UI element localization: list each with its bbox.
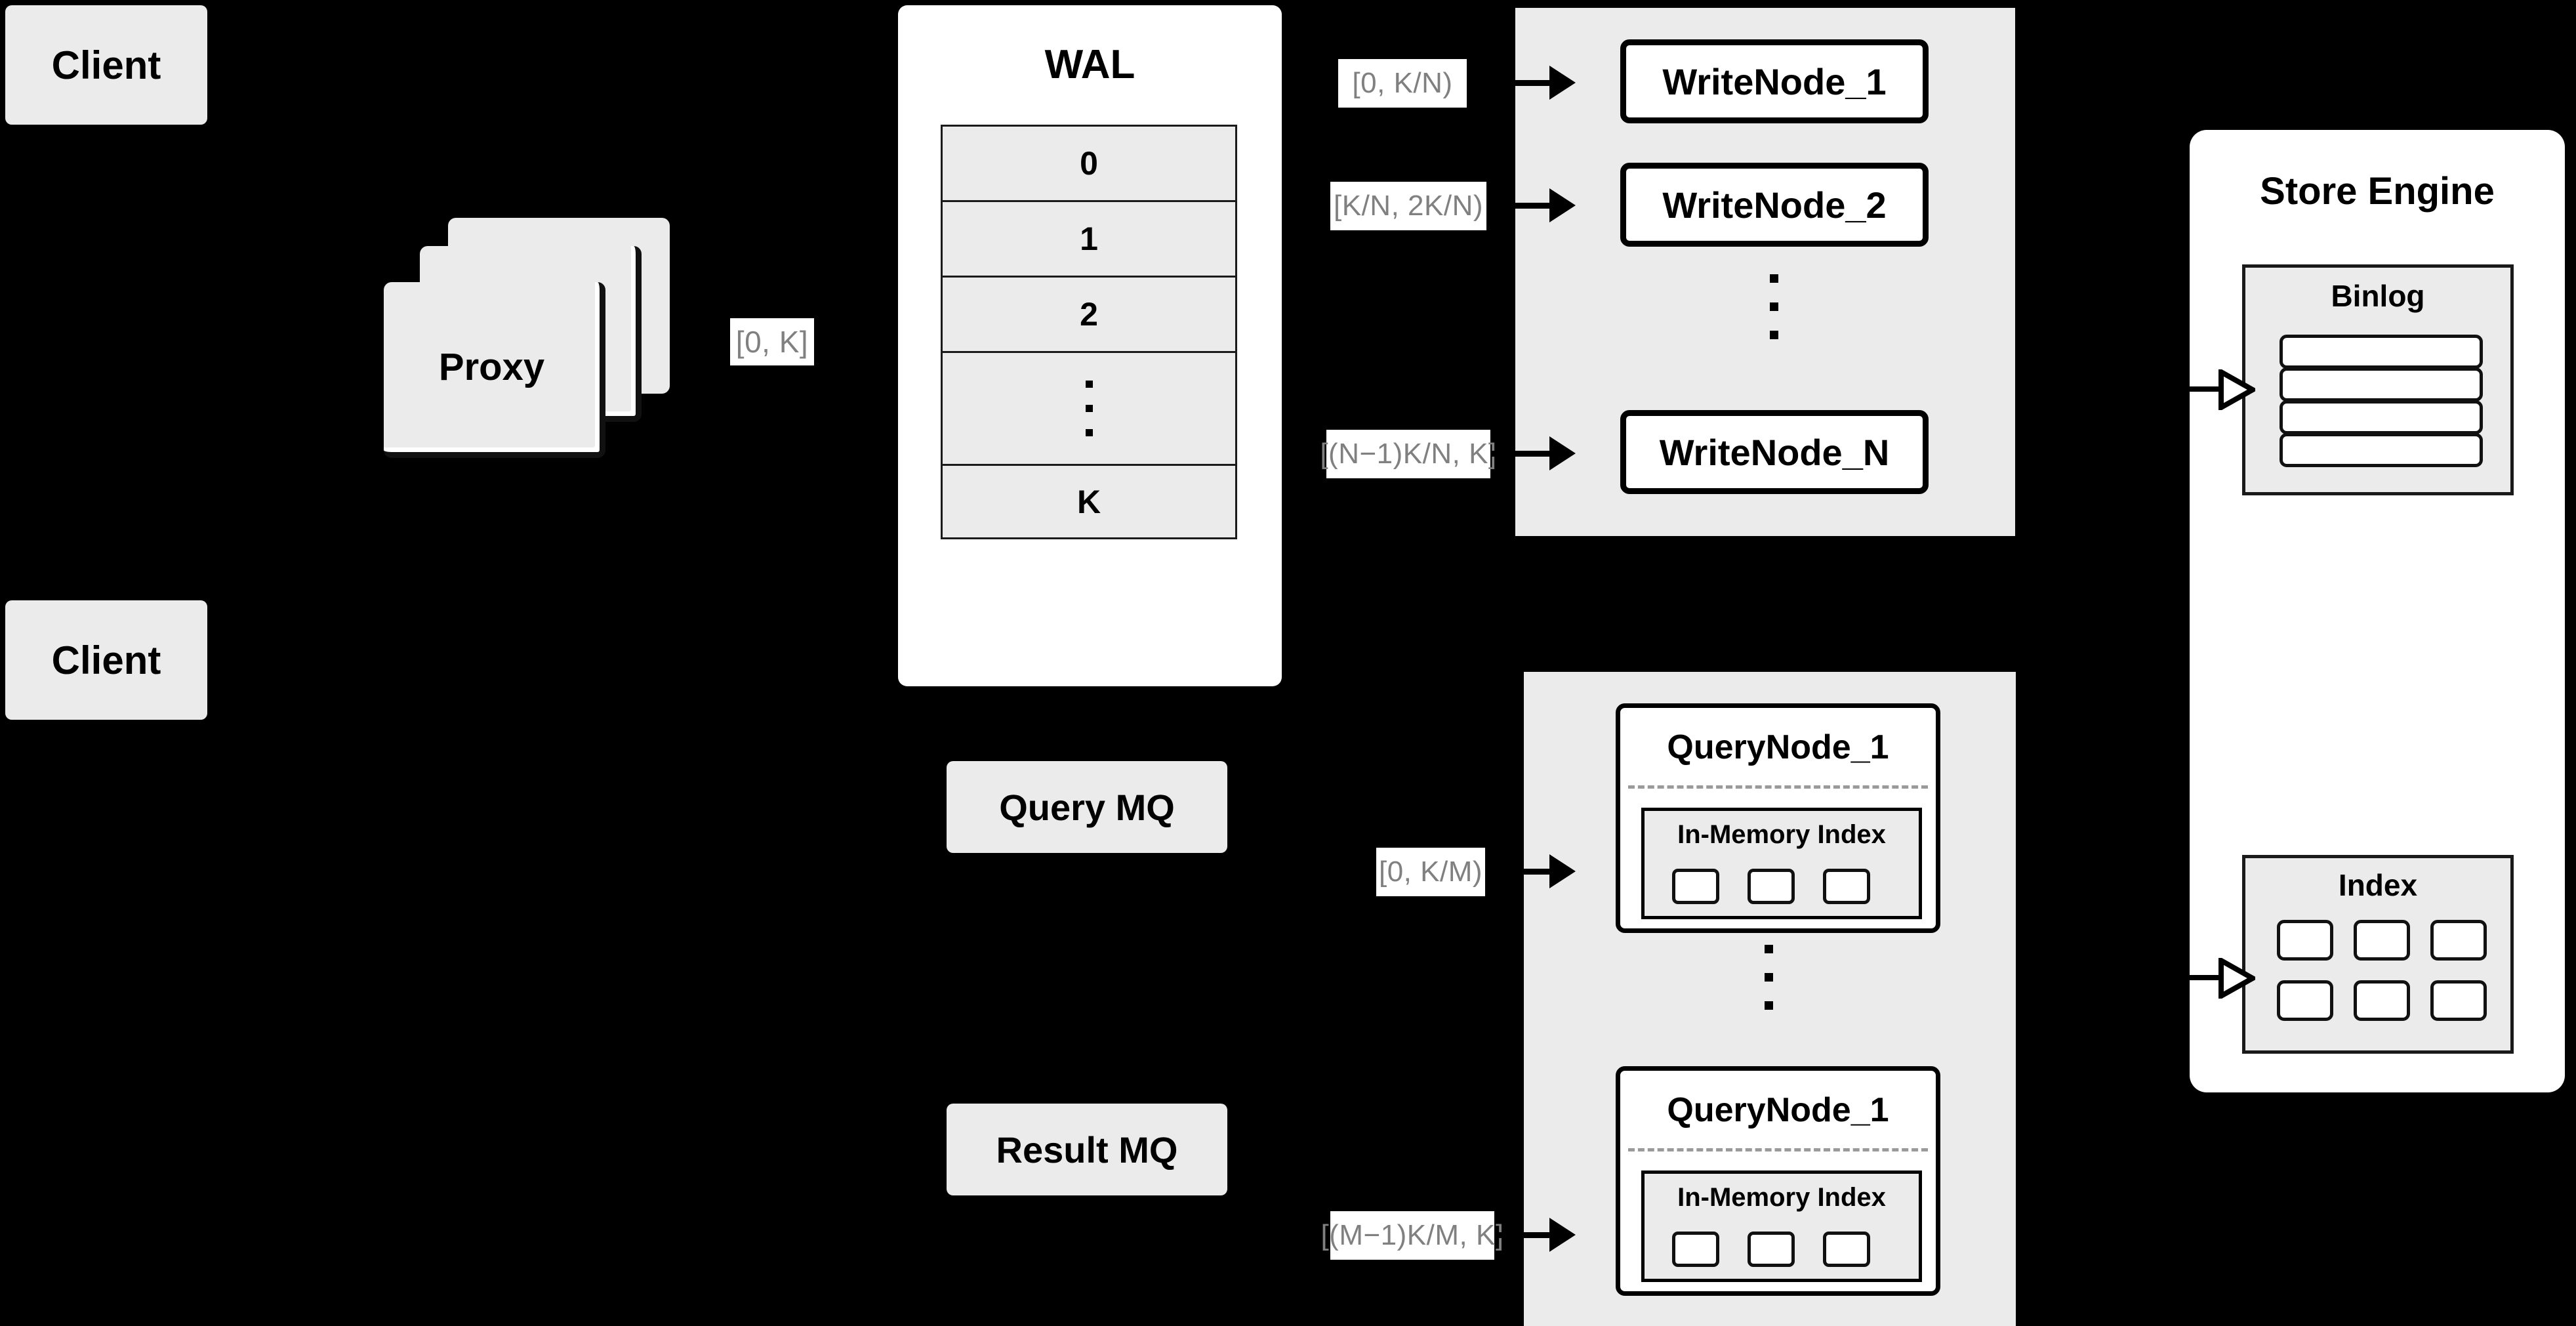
client-label-2: Client [51,638,161,682]
query-node-1-in-memory-index: In-Memory Index [1641,808,1922,919]
store-engine-panel: Store Engine Binlog Index [2190,130,2565,1092]
wal-panel: WAL 0 1 2 K [898,5,1282,686]
query-node-m-box[interactable]: QueryNode_1 In-Memory Index [1616,1066,1940,1296]
query-cluster-ellipsis [1765,945,1773,1010]
in-memory-index-cell [1823,869,1870,904]
client-label-1: Client [51,43,161,87]
write-node-n-range-label: [(N−1)K/N, K] [1320,430,1496,478]
ellipsis-dot [1085,429,1093,436]
query-node-1-in-memory-index-title: In-Memory Index [1677,820,1886,849]
index-box: Index [2242,855,2514,1054]
ellipsis-dot [1770,331,1778,339]
ellipsis-dot [1765,973,1773,982]
query-node-m-in-memory-index: In-Memory Index [1641,1171,1922,1282]
index-title: Index [2338,868,2418,902]
ellipsis-dot [1765,1001,1773,1010]
wal-row: K [941,464,1237,539]
index-cell [2430,920,2487,961]
write-node-1-range-label: [0, K/N) [1338,59,1467,108]
query-node-1-arrow-head [1549,854,1576,888]
query-node-m-divider [1628,1148,1928,1151]
query-node-m-arrow-head [1549,1218,1576,1252]
query-node-1-box[interactable]: QueryNode_1 In-Memory Index [1616,703,1940,933]
wal-row-ellipsis [941,351,1237,464]
query-mq-box[interactable]: Query MQ [947,761,1227,853]
write-node-2-arrow-head [1549,188,1576,222]
query-node-m-range-label: [(M−1)K/M, K] [1320,1211,1503,1260]
client-box-2[interactable]: Client [5,600,207,720]
store-engine-title: Store Engine [2260,170,2495,213]
in-memory-index-cell [1823,1232,1870,1267]
binlog-title: Binlog [2331,279,2425,313]
query-node-m-title: QueryNode_1 [1667,1091,1889,1129]
binlog-row [2280,433,2483,467]
in-memory-index-cell [1748,1232,1795,1267]
in-memory-index-cell [1748,869,1795,904]
index-inbound-arrow-line [2188,975,2221,980]
query-node-1-arrow-line [1486,869,1551,875]
write-node-1-arrow-head [1549,66,1576,100]
binlog-row [2280,367,2483,402]
write-node-2-arrow-line [1488,203,1551,209]
wal-title: WAL [1044,42,1135,87]
write-node-1-box[interactable]: WriteNode_1 [1620,39,1929,123]
ellipsis-dot [1085,381,1093,388]
in-memory-index-cell [1672,869,1719,904]
write-node-2-range-label: [K/N, 2K/N) [1330,182,1486,230]
proxy-label: Proxy [438,346,545,388]
write-node-n-arrow-head [1549,436,1576,470]
binlog-box: Binlog [2242,264,2514,495]
query-node-m-arrow-line [1494,1232,1551,1238]
binlog-inbound-arrow-line [2188,386,2221,392]
index-cell [2430,980,2487,1021]
proxy-card-front[interactable]: Proxy [384,282,605,458]
index-cell [2354,980,2410,1021]
binlog-row [2280,335,2483,369]
ellipsis-dot [1085,405,1093,412]
index-cell [2354,920,2410,961]
wal-row: 1 [941,200,1237,276]
ellipsis-dot [1770,274,1778,283]
proxy-output-range-label: [0, K] [730,318,814,365]
ellipsis-dot [1765,945,1773,953]
query-node-m-in-memory-index-title: In-Memory Index [1677,1183,1886,1212]
in-memory-index-cell [1672,1232,1719,1267]
query-node-1-divider [1628,785,1928,789]
wal-row: 2 [941,276,1237,351]
binlog-row [2280,400,2483,434]
query-node-1-range-label: [0, K/M) [1376,848,1485,896]
write-node-n-box[interactable]: WriteNode_N [1620,410,1929,494]
write-node-n-arrow-line [1490,451,1551,457]
client-box-1[interactable]: Client [5,5,207,125]
write-node-1-arrow-line [1469,80,1549,86]
write-node-2-box[interactable]: WriteNode_2 [1620,163,1929,247]
wal-row-list: 0 1 2 K [941,125,1237,539]
write-cluster-ellipsis [1770,274,1778,339]
index-cell [2277,980,2333,1021]
ellipsis-dot [1770,302,1778,311]
result-mq-box[interactable]: Result MQ [947,1104,1227,1195]
query-node-1-title: QueryNode_1 [1667,728,1889,766]
index-cell [2277,920,2333,961]
wal-row: 0 [941,125,1237,200]
